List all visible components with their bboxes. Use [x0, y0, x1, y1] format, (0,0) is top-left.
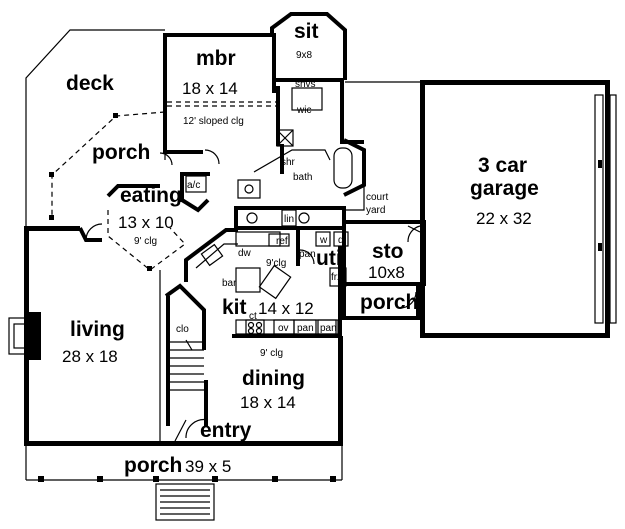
kitchen-walls	[184, 228, 342, 338]
front-porch	[25, 446, 343, 521]
sit-label: sit	[294, 20, 319, 43]
court-yard-line2: yard	[366, 205, 385, 216]
mbr-label: mbr	[196, 47, 236, 70]
garage-size: 22 x 32	[476, 209, 532, 228]
entry-label: entry	[200, 419, 252, 442]
garage-label-line1: 3 car	[478, 154, 527, 177]
dining-ceiling: 9' clg	[260, 348, 283, 359]
dw-label: dw	[238, 248, 252, 259]
garage-walls	[420, 80, 617, 338]
shvs-label: shvs	[295, 79, 316, 90]
bath-label: bath	[293, 172, 312, 183]
back-porch-railing	[49, 111, 186, 271]
shr-label: shr	[281, 157, 296, 168]
pan-util-label: pan	[299, 249, 316, 260]
ct-label: ct	[249, 311, 257, 322]
sitting-bay-walls	[270, 12, 347, 80]
utility-walls	[296, 206, 349, 287]
util-label: util	[316, 247, 348, 270]
dining-size: 18 x 14	[240, 393, 296, 412]
porch-front-size: 39 x 5	[185, 457, 231, 476]
clo-label: clo	[176, 324, 189, 335]
garage-label-line2: garage	[470, 177, 539, 200]
court-yard-line1: court	[366, 192, 388, 203]
master-bedroom-walls	[163, 33, 344, 154]
side-porch-walls	[342, 286, 422, 320]
porch-side-label: porch	[360, 291, 418, 314]
stairs	[164, 283, 209, 442]
kit-label: kit	[222, 296, 247, 319]
eating-ceiling: 9' clg	[134, 236, 157, 247]
ov-label: ov	[278, 323, 289, 334]
d-label: d	[338, 235, 344, 246]
eating-walls	[106, 149, 220, 213]
main-exterior-walls	[24, 223, 343, 446]
sto-label: sto	[372, 240, 404, 263]
pan2-label: pan	[320, 323, 337, 334]
porch-back-label: porch	[92, 141, 150, 164]
bath-closet-walls	[253, 80, 366, 197]
living-size: 28 x 18	[62, 347, 118, 366]
frz-label: frz	[331, 272, 342, 283]
bar-label: bar	[222, 278, 237, 289]
ac-label: a/c	[187, 180, 200, 191]
deck-label: deck	[66, 72, 114, 95]
sto-size: 10x8	[368, 263, 405, 282]
lin-label: lin	[284, 214, 294, 225]
dining-label: dining	[242, 367, 305, 390]
mbr-ceiling-note: 12' sloped clg	[183, 116, 244, 127]
living-label: living	[70, 318, 125, 341]
pan1-label: pan	[297, 323, 314, 334]
eating-label: eating	[120, 184, 182, 207]
wic-label: wic	[296, 105, 311, 116]
sit-size: 9x8	[296, 50, 313, 61]
eating-size: 13 x 10	[118, 213, 174, 232]
kit-ceiling: 9'clg	[266, 258, 286, 269]
mbr-size: 18 x 14	[182, 79, 238, 98]
fireplace	[8, 312, 41, 360]
w-label: w	[319, 235, 328, 246]
kit-size: 14 x 12	[258, 299, 314, 318]
hall-walls	[234, 179, 344, 230]
ref-label: ref	[276, 236, 288, 247]
porch-front-label: porch	[124, 454, 182, 477]
